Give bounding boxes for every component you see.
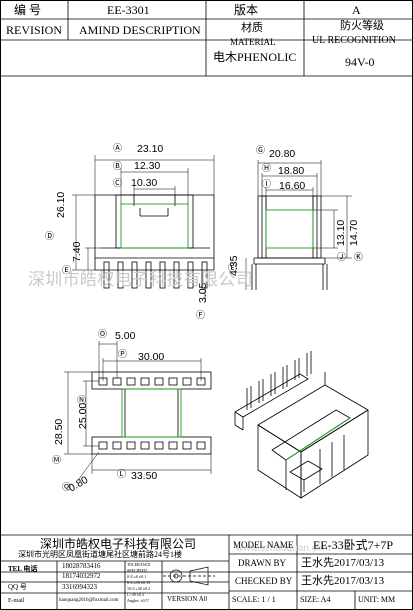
material-label-en: MATERIAL <box>230 37 276 47</box>
email-address: haoquang2016@foxmail.com <box>59 598 119 603</box>
spec-note-5: 16<L≤30 ±0.2 <box>127 586 151 591</box>
checked-by-label: CHECKED BY <box>235 576 293 586</box>
callout-o: Ⓞ <box>98 329 108 339</box>
callout-q: Ⓠ <box>62 482 72 492</box>
callout-n: Ⓝ <box>77 395 87 405</box>
email-label: E-mail <box>8 598 25 604</box>
dim-n: 25.00 <box>77 402 89 429</box>
callout-j: Ⓙ <box>337 252 347 262</box>
callout-e-side: Ⓔ <box>228 263 238 273</box>
dim-i: 16.60 <box>279 180 306 192</box>
version-label: 版本 <box>234 3 259 17</box>
flame-rating-label-cn: 防火等级 <box>340 20 384 32</box>
scale-label: SCALE: 1 / 1 <box>232 595 276 604</box>
amend-description-label: AMIND DESCRIPTION <box>79 23 201 37</box>
callout-k: Ⓚ <box>354 252 364 262</box>
dim-d: 26.10 <box>55 191 67 218</box>
tel-label: TEL 电话 <box>8 565 38 573</box>
callout-e-front: Ⓔ <box>62 265 72 275</box>
part-number: EE-3301 <box>107 3 150 17</box>
flame-rating-value: 94V-0 <box>345 55 375 69</box>
spec-note-3: 0<L≤6 ±0.1 <box>127 574 147 579</box>
version-value: A <box>352 3 361 17</box>
tel-number-2: 18174032972 <box>62 572 101 580</box>
unit-label: UNIT: MM <box>358 595 396 604</box>
dim-m: 28.50 <box>53 418 65 445</box>
dim-l: 33.50 <box>131 470 158 482</box>
qq-number: 3316994323 <box>62 583 97 591</box>
callout-b: Ⓑ <box>113 161 123 171</box>
size-label: SIZE: A4 <box>300 595 331 604</box>
watermark-company: 深圳市皓权电子科技有限公司 <box>28 270 253 290</box>
dim-b: 12.30 <box>134 160 161 172</box>
dim-a: 23.10 <box>137 143 164 155</box>
tel-number-1: 18028783416 <box>62 562 101 570</box>
callout-a: Ⓐ <box>113 143 123 153</box>
callout-c: Ⓒ <box>113 178 123 188</box>
serial-number-label: 编 号 <box>14 3 42 17</box>
model-name-label: MODEL NAME <box>233 540 294 550</box>
company-name: 深圳市皓权电子科技有限公司 <box>40 537 197 551</box>
callout-f: Ⓕ <box>196 310 206 320</box>
dim-o: 5.00 <box>115 330 136 342</box>
spec-note-4: 6<L≤16 ±0.15 <box>127 580 151 585</box>
callout-l: Ⓛ <box>117 469 127 479</box>
dim-e: 7.40 <box>71 241 83 262</box>
watermark-url: www.szhaoquan.com <box>236 543 331 554</box>
callout-g: Ⓖ <box>256 145 266 155</box>
callout-m: Ⓜ <box>52 455 62 465</box>
revision-label: REVISION <box>6 23 62 37</box>
spec-note-1: TOLERANCE <box>127 562 151 567</box>
ul-recognition-label: UL RECOGNITION <box>312 35 396 46</box>
qq-label: QQ 号 <box>8 583 27 591</box>
callout-i: Ⓘ <box>262 179 272 189</box>
callout-d: Ⓓ <box>45 231 55 241</box>
callout-h: Ⓗ <box>262 163 272 173</box>
material-label-cn: 材质 <box>241 22 263 34</box>
dim-h: 18.80 <box>278 165 305 177</box>
drawn-by-label: DRAWN BY <box>238 558 287 568</box>
dim-j: 13.10 <box>335 219 347 246</box>
dim-k: 14.70 <box>348 219 360 246</box>
spec-note-6: L>30 ±0.3 <box>127 592 144 597</box>
spec-note-2: SPECIFIED <box>127 568 147 573</box>
checked-by-value: 王水先2017/03/13 <box>301 575 385 587</box>
material-value: 电木PHENOLIC <box>213 50 297 64</box>
company-address: 深圳市光明区凤凰街道塘尾社区塘前路24号1楼 <box>18 550 182 559</box>
version-manual: VERSION A0 <box>167 595 208 603</box>
drawn-by-value: 王水先2017/03/13 <box>301 557 385 569</box>
dim-p: 30.00 <box>138 351 165 363</box>
dim-g: 20.80 <box>269 148 296 160</box>
dim-c: 10.30 <box>131 177 158 189</box>
spec-note-7: Angles: ±0.5° <box>127 598 150 603</box>
callout-p: Ⓟ <box>118 349 128 359</box>
model-name-value: EE-33卧式7+7P <box>313 538 394 552</box>
